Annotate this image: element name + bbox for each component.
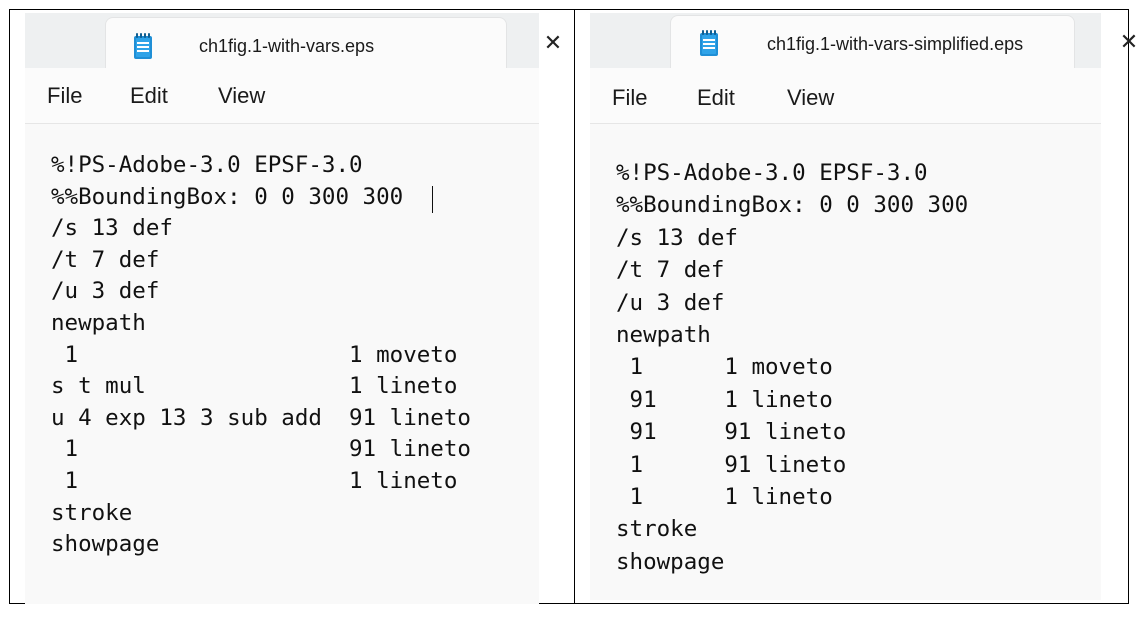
comparison-frame bbox=[9, 9, 1129, 604]
menu-bar: File Edit View bbox=[25, 68, 539, 124]
notepad-window-right: ch1fig.1-with-vars-simplified.eps ✕ File… bbox=[590, 13, 1138, 600]
menu-edit[interactable]: Edit bbox=[697, 85, 735, 110]
menu-bar: File Edit View bbox=[590, 68, 1101, 124]
menu-file[interactable]: File bbox=[47, 83, 83, 108]
close-icon[interactable]: ✕ bbox=[543, 30, 563, 55]
file-tab[interactable]: ch1fig.1-with-vars-simplified.eps ✕ bbox=[670, 15, 1138, 69]
file-tab[interactable]: ch1fig.1-with-vars.eps ✕ bbox=[105, 17, 562, 69]
text-editor[interactable]: %!PS-Adobe-3.0 EPSF-3.0 %%BoundingBox: 0… bbox=[590, 124, 1101, 600]
tab-strip: ch1fig.1-with-vars.eps ✕ bbox=[25, 13, 562, 69]
notepad-window-left: ch1fig.1-with-vars.eps ✕ File Edit View … bbox=[25, 13, 562, 604]
tab-title: ch1fig.1-with-vars.eps bbox=[199, 36, 375, 56]
tab-title: ch1fig.1-with-vars-simplified.eps bbox=[767, 34, 1024, 54]
close-icon[interactable]: ✕ bbox=[1119, 29, 1139, 54]
menu-view[interactable]: View bbox=[787, 85, 835, 110]
menu-edit[interactable]: Edit bbox=[130, 83, 168, 108]
tab-strip: ch1fig.1-with-vars-simplified.eps ✕ bbox=[590, 13, 1138, 69]
notepad-icon bbox=[700, 30, 718, 56]
editor-content[interactable]: %!PS-Adobe-3.0 EPSF-3.0 %%BoundingBox: 0… bbox=[51, 152, 471, 558]
editor-content[interactable]: %!PS-Adobe-3.0 EPSF-3.0 %%BoundingBox: 0… bbox=[616, 160, 969, 575]
text-caret bbox=[432, 186, 433, 213]
frame-divider bbox=[574, 9, 575, 604]
menu-file[interactable]: File bbox=[612, 85, 648, 110]
menu-view[interactable]: View bbox=[218, 83, 266, 108]
notepad-icon bbox=[134, 33, 152, 59]
text-editor[interactable]: %!PS-Adobe-3.0 EPSF-3.0 %%BoundingBox: 0… bbox=[25, 124, 539, 604]
